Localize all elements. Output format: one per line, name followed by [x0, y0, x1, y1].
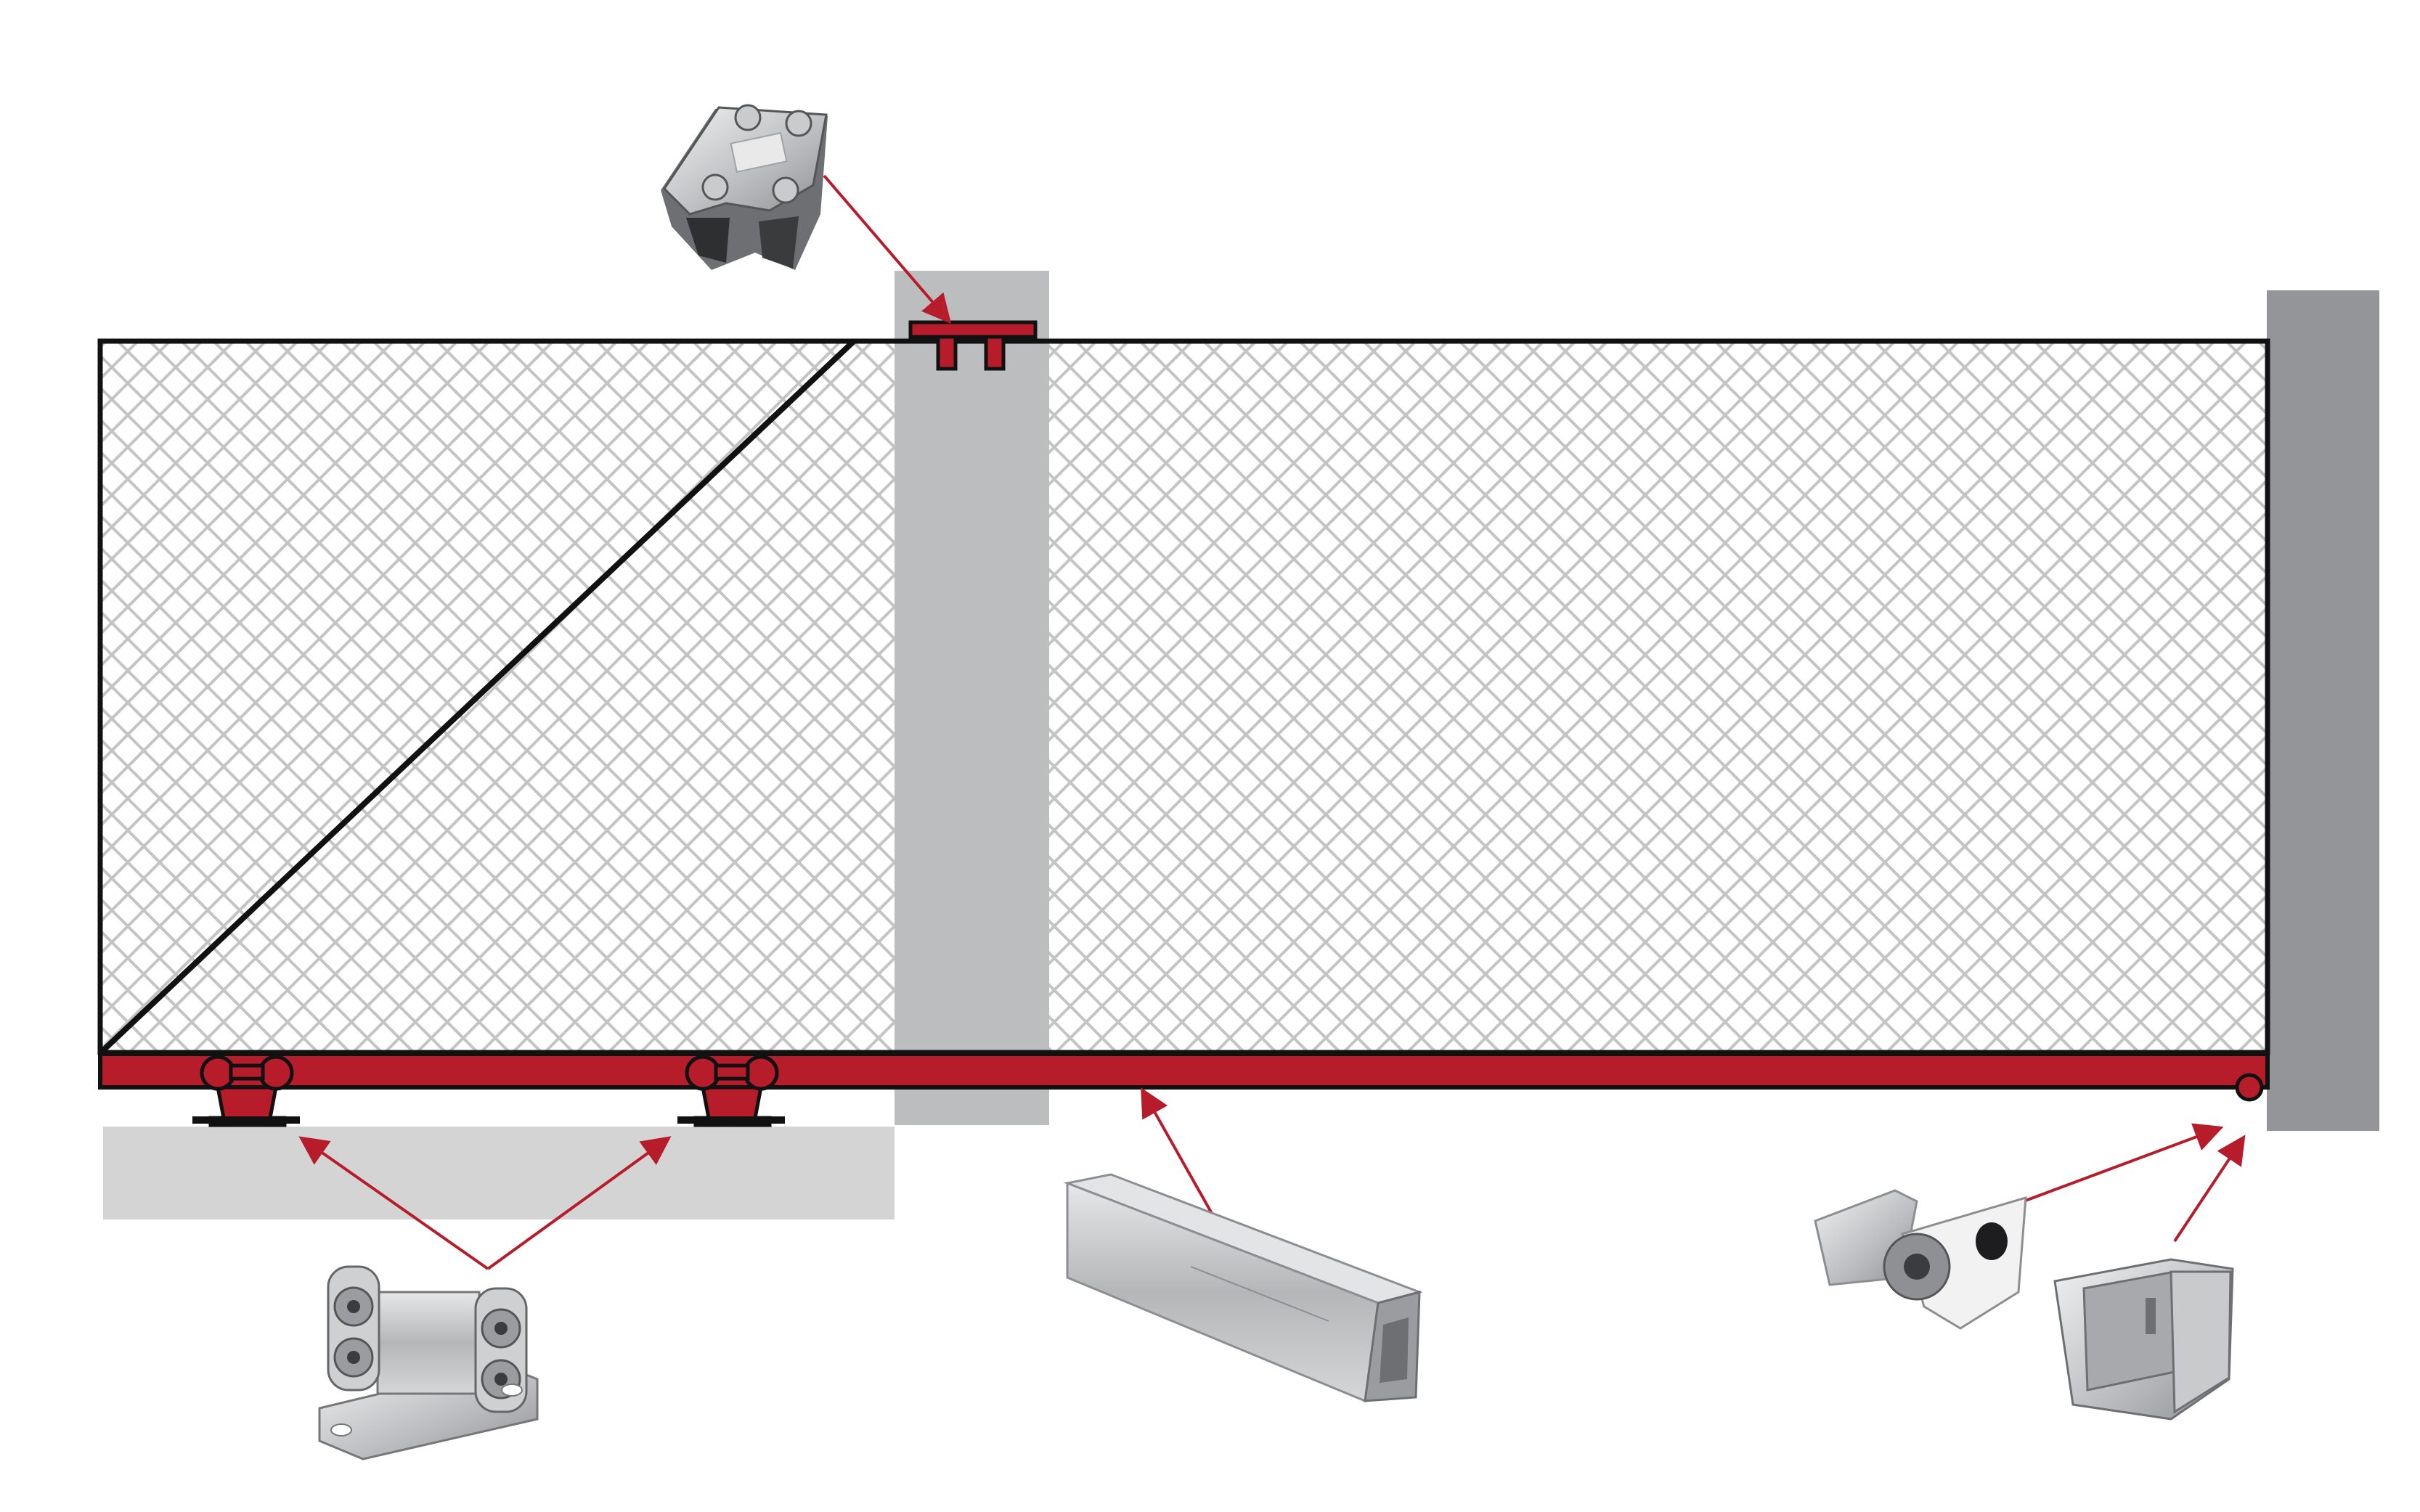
bolt-icon: [701, 173, 729, 201]
carriage-roller-1-icon: [192, 1055, 300, 1127]
gate-panel-right-section: [1049, 341, 2268, 1053]
end-roller-cap-photo-icon: [1814, 1189, 2027, 1330]
arrow-to-upper-bracket: [823, 174, 952, 324]
guide-roller-bracket-photo-icon: [661, 104, 828, 270]
middle-post: [895, 271, 1049, 1125]
arrow-to-rail: [1141, 1087, 1225, 1235]
upper-guide-bracket-icon: [908, 320, 1038, 371]
guide-rail-profile-photo-icon: [1063, 1173, 1423, 1403]
ground-foundation: [103, 1127, 895, 1219]
arrow-from-catcher-bracket: [2173, 1135, 2246, 1243]
end-roller-icon: [2235, 1073, 2264, 1102]
receiving-bracket-photo-icon: [2053, 1258, 2234, 1421]
bolt-icon: [772, 176, 799, 204]
gate-diagonal-brace: [100, 339, 856, 1053]
end-post: [2267, 290, 2379, 1131]
gate-panel-left-section: [100, 341, 895, 1053]
bolt-icon: [785, 110, 812, 137]
bottom-guide-rail: [98, 1052, 2270, 1090]
carriage-roller-2-icon: [677, 1055, 785, 1127]
arrow-to-roller-1: [298, 1136, 489, 1270]
arrow-to-roller-2: [486, 1136, 672, 1270]
carriage-roller-photo-icon: [318, 1265, 539, 1460]
bolt-icon: [734, 104, 762, 131]
